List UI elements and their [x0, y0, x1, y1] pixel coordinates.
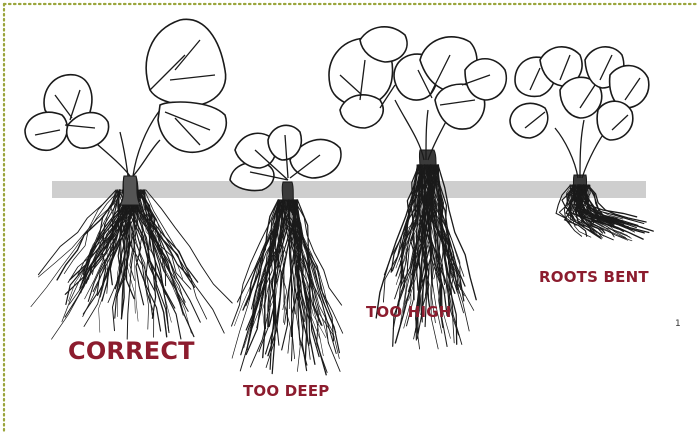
correct-leaves	[25, 19, 226, 152]
roots-bent-plant	[510, 47, 653, 241]
label-too-deep: TOO DEEP	[243, 382, 330, 400]
stray-mark: 1	[675, 319, 681, 329]
label-too-high: TOO HIGH	[366, 303, 452, 321]
label-correct: CORRECT	[68, 337, 195, 365]
correct-plant	[25, 19, 232, 339]
too-deep-plant	[230, 125, 343, 375]
too-high-leaves	[329, 27, 506, 129]
too-deep-roots	[232, 182, 343, 375]
roots-bent-leaves	[510, 47, 649, 140]
label-roots-bent: ROOTS BENT	[539, 268, 649, 286]
